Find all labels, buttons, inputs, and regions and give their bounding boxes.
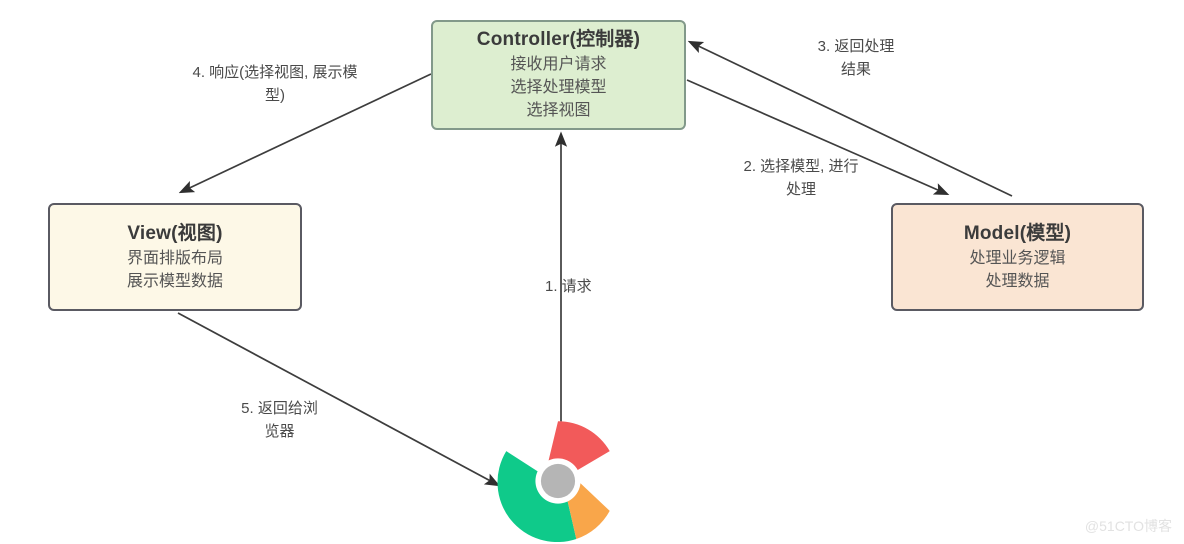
edge-label-1: 1. 请求 xyxy=(545,278,592,295)
chrome-logo-icon xyxy=(497,421,618,542)
edge-label-5: 5. 返回给浏 览器 xyxy=(241,400,318,440)
edge-line-5 xyxy=(177,312,501,487)
node-view-title: View(视图) xyxy=(127,222,223,244)
node-view[interactable]: View(视图) 界面排版布局 展示模型数据 xyxy=(48,203,302,311)
node-controller-line-1: 接收用户请求 xyxy=(510,56,607,74)
edge-line-3 xyxy=(687,40,1013,197)
edge-line-4 xyxy=(178,73,432,194)
chrome-center-circle xyxy=(540,463,576,499)
node-model-line-1: 处理业务逻辑 xyxy=(969,249,1066,267)
edge-label-2: 2. 选择模型, 进行 处理 xyxy=(743,158,859,198)
edge-line-2 xyxy=(686,79,950,196)
node-model-title: Model(模型) xyxy=(963,222,1072,244)
watermark: @51CTO博客 xyxy=(1084,518,1172,534)
edge-label-4: 4. 响应(选择视图, 展示模 型) xyxy=(192,64,358,104)
node-model-line-2: 处理数据 xyxy=(985,272,1050,290)
chrome-green-segment xyxy=(497,451,577,542)
node-controller-line-3: 选择视图 xyxy=(526,102,591,120)
node-view-line-2: 展示模型数据 xyxy=(126,272,223,290)
node-controller-title: Controller(控制器) xyxy=(476,29,641,51)
node-controller-line-2: 选择处理模型 xyxy=(510,79,607,97)
node-controller[interactable]: Controller(控制器) 接收用户请求 选择处理模型 选择视图 xyxy=(431,20,686,130)
edge-label-3: 3. 返回处理 结果 xyxy=(817,38,895,78)
node-model[interactable]: Model(模型) 处理业务逻辑 处理数据 xyxy=(891,203,1144,311)
node-view-line-1: 界面排版布局 xyxy=(126,249,223,267)
